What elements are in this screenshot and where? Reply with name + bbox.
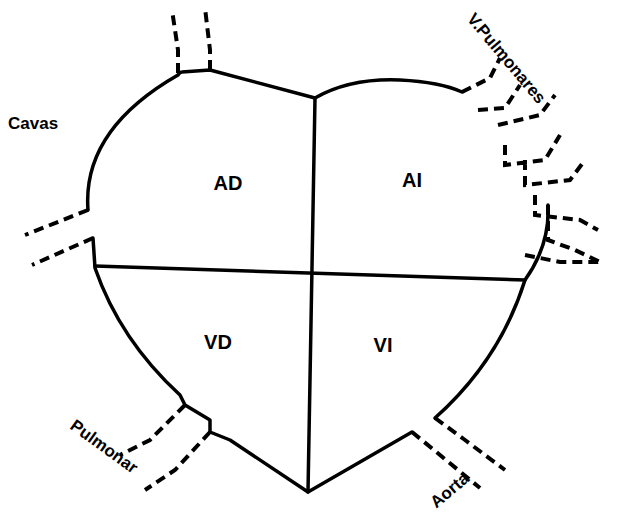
- vena-cava-superior: [172, 8, 210, 73]
- vessel-label: Cavas: [8, 114, 58, 134]
- chamber-name: VD: [204, 331, 232, 354]
- septum-line: [308, 98, 315, 492]
- heart-chamber: VD: [200, 329, 236, 356]
- chamber-name: VI: [374, 334, 393, 357]
- chamber-name: AI: [402, 169, 422, 192]
- heart-chamber: VI: [370, 332, 397, 359]
- heart-chamber: AD: [210, 170, 247, 197]
- valve-line: [95, 266, 525, 280]
- vessel-label: Aorta: [427, 469, 474, 513]
- vessel-label: V.Pulmonares: [462, 10, 549, 109]
- heart-outline: [88, 70, 549, 492]
- vena-cava-inferior: [25, 210, 93, 265]
- pulmonary-artery: [120, 405, 210, 490]
- chamber-name: AD: [214, 172, 243, 195]
- heart-chamber: AI: [398, 167, 426, 194]
- vessel-label: Pulmonar: [66, 416, 141, 478]
